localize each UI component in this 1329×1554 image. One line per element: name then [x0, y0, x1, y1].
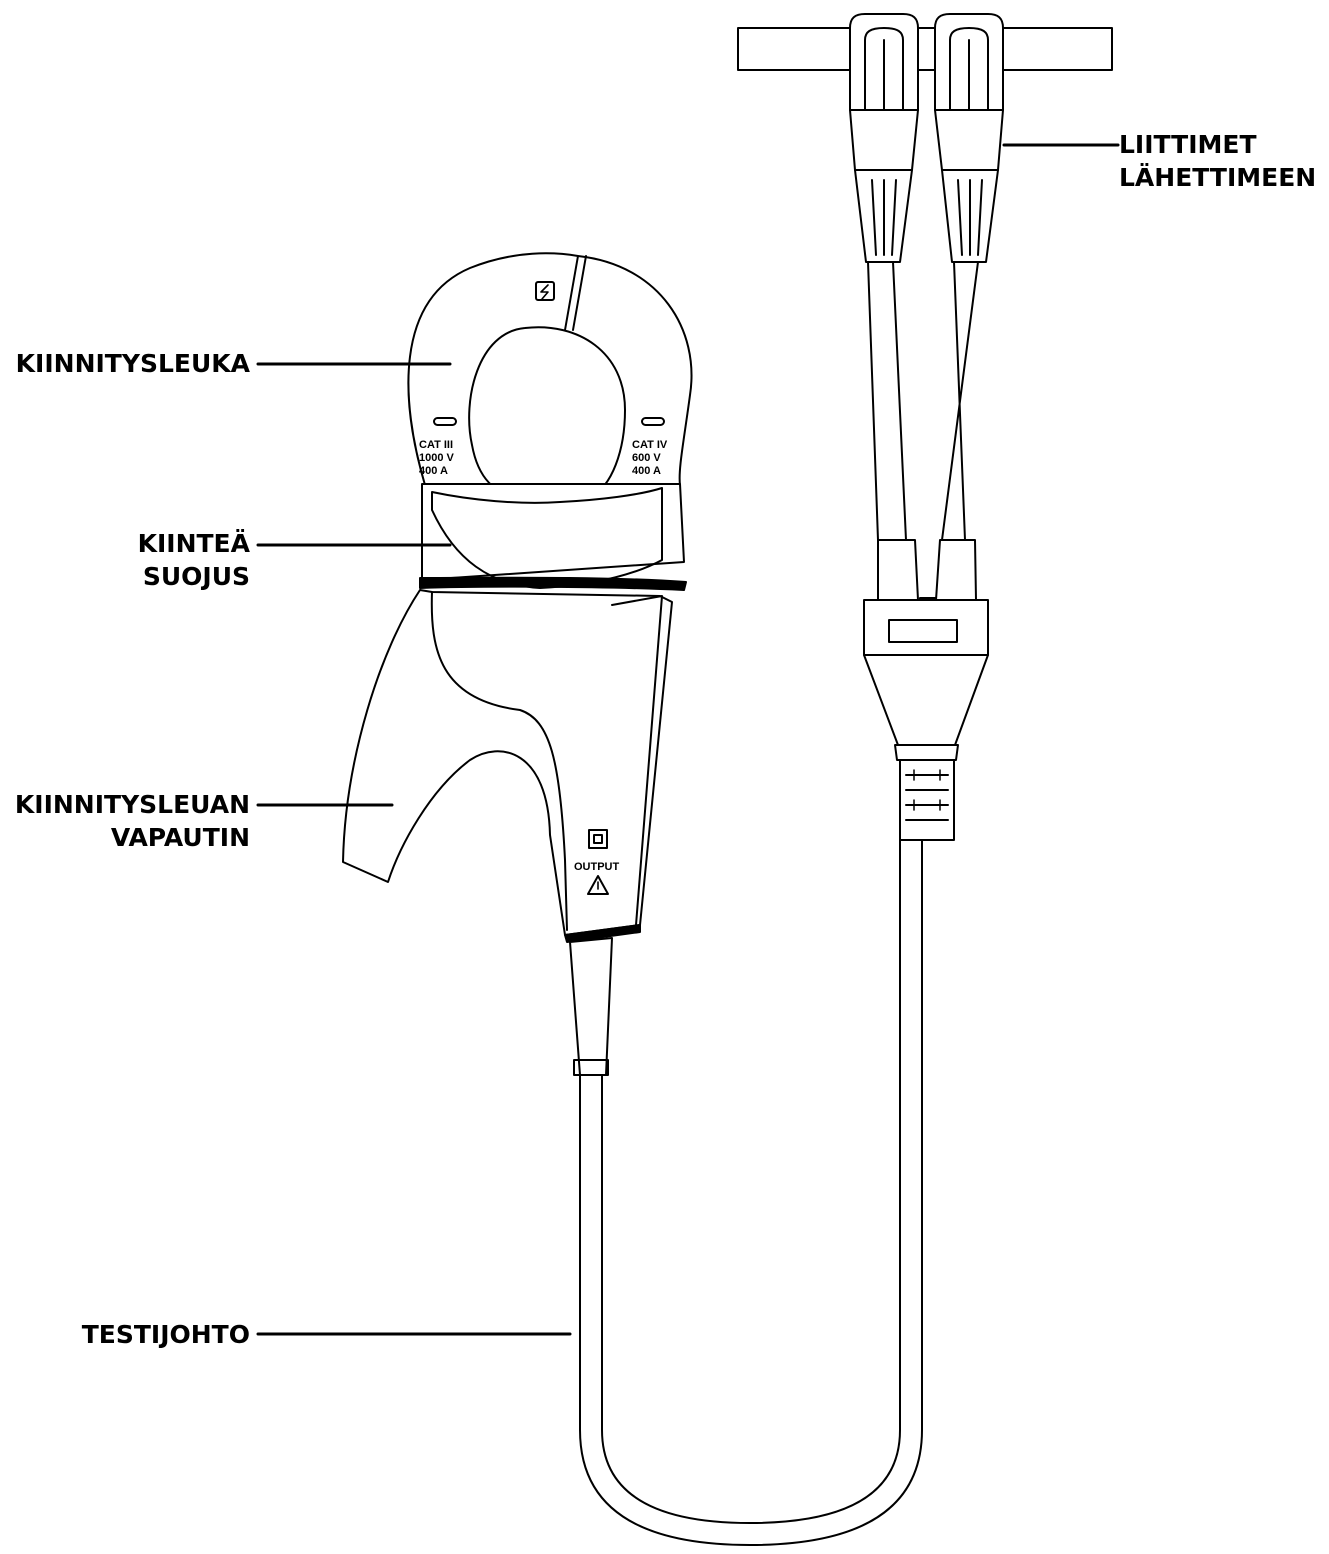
- clamp-strain-relief: [569, 937, 613, 1076]
- label-clamp-jaw-text: KIINNITYSLEUKA: [15, 349, 250, 378]
- label-fixed-guard-line2: SUOJUS: [142, 562, 250, 591]
- label-fixed-guard: KIINTEÄ SUOJUS: [60, 527, 250, 593]
- label-test-lead-text: TESTIJOHTO: [81, 1320, 250, 1349]
- rating-left-1: CAT III: [419, 439, 453, 451]
- rating-right-3: 400 A: [632, 465, 661, 477]
- connector-cables: [867, 261, 979, 541]
- fixed-guard: [421, 483, 685, 589]
- label-jaw-release-line2: VAPAUTIN: [110, 823, 250, 852]
- output-marking: [587, 829, 609, 895]
- label-jaw-release-line1: KIINNITYSLEUAN: [14, 790, 250, 819]
- label-test-lead: TESTIJOHTO: [40, 1318, 250, 1351]
- transmitter-connectors: [737, 13, 1113, 263]
- label-connectors-line2: LÄHETTIMEEN: [1119, 163, 1317, 192]
- label-clamp-jaw: KIINNITYSLEUKA: [10, 347, 250, 380]
- rating-right-2: 600 V: [632, 452, 661, 464]
- splitter: [863, 539, 989, 841]
- label-fixed-guard-line1: KIINTEÄ: [137, 529, 250, 558]
- rating-left-2: 1000 V: [419, 452, 455, 464]
- rating-right-1: CAT IV: [632, 439, 668, 451]
- output-label: OUTPUT: [574, 861, 620, 873]
- test-lead-cable: [579, 839, 923, 1546]
- label-connectors-line1: LIITTIMET: [1119, 130, 1257, 159]
- device-ratings: CAT III 1000 V 400 A CAT IV 600 V 400 A …: [419, 439, 668, 873]
- label-connectors: LIITTIMET LÄHETTIMEEN: [1119, 128, 1324, 194]
- clamp-body: [342, 576, 687, 943]
- clamp-jaw: [407, 252, 693, 498]
- label-jaw-release: KIINNITYSLEUAN VAPAUTIN: [10, 788, 250, 854]
- rating-left-3: 400 A: [419, 465, 448, 477]
- leader-lines: [256, 143, 1120, 1336]
